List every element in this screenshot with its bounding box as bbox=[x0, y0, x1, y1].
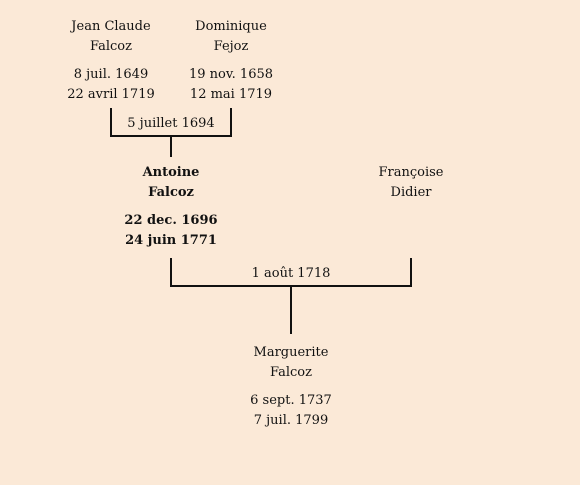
person-dates: 8 juil. 1649 22 avril 1719 bbox=[55, 65, 167, 105]
person-dates: 6 sept. 1737 7 juil. 1799 bbox=[235, 391, 347, 431]
person-antoine-falcoz[interactable]: Antoine Falcoz 22 dec. 1696 24 juin 1771 bbox=[115, 163, 227, 251]
person-name: Françoise Didier bbox=[355, 163, 467, 203]
birth-date: 8 juil. 1649 bbox=[73, 67, 149, 82]
first-name: Dominique bbox=[195, 19, 267, 34]
death-date: 22 avril 1719 bbox=[67, 87, 155, 102]
person-dates: 22 dec. 1696 24 juin 1771 bbox=[115, 211, 227, 251]
person-marguerite-falcoz[interactable]: Marguerite Falcoz 6 sept. 1737 7 juil. 1… bbox=[235, 343, 347, 431]
birth-date: 19 nov. 1658 bbox=[188, 67, 274, 82]
first-name: Marguerite bbox=[253, 345, 329, 360]
marriage-date-2: 1 août 1718 bbox=[246, 266, 336, 281]
person-name: Marguerite Falcoz bbox=[235, 343, 347, 383]
last-name: Didier bbox=[390, 185, 432, 200]
person-name: Jean Claude Falcoz bbox=[55, 17, 167, 57]
death-date: 12 mai 1719 bbox=[189, 87, 273, 102]
birth-date: 22 dec. 1696 bbox=[124, 213, 218, 228]
last-name: Falcoz bbox=[89, 39, 132, 54]
marriage-date-1: 5 juillet 1694 bbox=[121, 116, 221, 131]
person-name: Dominique Fejoz bbox=[175, 17, 287, 57]
last-name: Falcoz bbox=[269, 365, 312, 380]
first-name: Jean Claude bbox=[71, 19, 151, 34]
last-name: Falcoz bbox=[148, 185, 194, 200]
person-name: Antoine Falcoz bbox=[115, 163, 227, 203]
first-name: Françoise bbox=[378, 165, 444, 180]
person-dates: 19 nov. 1658 12 mai 1719 bbox=[175, 65, 287, 105]
person-jean-claude-falcoz[interactable]: Jean Claude Falcoz 8 juil. 1649 22 avril… bbox=[55, 17, 167, 105]
last-name: Fejoz bbox=[213, 39, 249, 54]
person-dominique-fejoz[interactable]: Dominique Fejoz 19 nov. 1658 12 mai 1719 bbox=[175, 17, 287, 105]
first-name: Antoine bbox=[142, 165, 200, 180]
birth-date: 6 sept. 1737 bbox=[250, 393, 332, 408]
death-date: 24 juin 1771 bbox=[125, 233, 217, 248]
person-francoise-didier[interactable]: Françoise Didier bbox=[355, 163, 467, 203]
death-date: 7 juil. 1799 bbox=[253, 413, 329, 428]
